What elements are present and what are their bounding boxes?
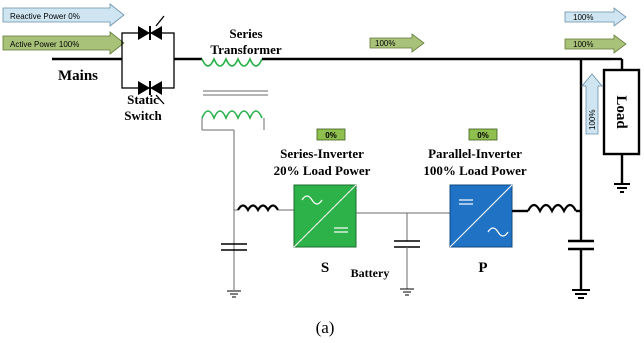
- series-inverter-block: [293, 184, 357, 248]
- series-inverter-percent: 0%: [325, 131, 337, 140]
- ground-icon-battery: [400, 288, 414, 296]
- battery-label: Battery: [351, 266, 390, 280]
- static-switch-label-line1: Static: [127, 92, 159, 107]
- right-reactive-flow-arrow: 100%: [564, 7, 627, 27]
- series-filter-inductor-icon: [237, 204, 279, 213]
- load-vertical-flow-label: 100%: [588, 110, 597, 130]
- parallel-symbol-p: P: [478, 260, 487, 276]
- thyristor-lower-icon: [138, 81, 165, 105]
- load-vertical-flow-arrow: 100%: [581, 73, 603, 135]
- series-transformer-label-line1: Series: [229, 26, 262, 41]
- static-switch-label-line2: Switch: [124, 108, 162, 123]
- main-line-flow-label: 100%: [375, 39, 395, 48]
- series-transformer-label-line2: Transformer: [210, 42, 281, 57]
- transformer-primary-coil: [201, 56, 263, 67]
- figure-caption: (a): [316, 318, 335, 337]
- series-inverter-percent-badge: 0%: [316, 128, 346, 141]
- parallel-inverter-percent: 0%: [477, 131, 489, 140]
- series-inverter-label-line2: 20% Load Power: [274, 163, 371, 178]
- right-reactive-flow-label: 100%: [573, 13, 593, 22]
- series-transformer: [201, 56, 268, 130]
- ground-icon-load: [614, 183, 630, 193]
- mains-label: Mains: [58, 68, 98, 84]
- ac-sine-icon-p: [487, 227, 509, 237]
- thyristor-upper-icon: [138, 15, 165, 40]
- parallel-inverter-label-line1: Parallel-Inverter: [428, 146, 522, 161]
- series-inverter-label-line1: Series-Inverter: [280, 146, 364, 161]
- load-block: Load: [602, 68, 641, 156]
- main-line-flow-arrow: 100%: [369, 33, 425, 53]
- battery-capacitor: [394, 213, 420, 289]
- active-power-label: Active Power 100%: [10, 40, 79, 49]
- ground-icon-series: [227, 290, 241, 298]
- active-power-input-arrow: Active Power 100%: [2, 31, 125, 55]
- right-active-flow-label: 100%: [573, 40, 593, 49]
- static-switch-frame: [121, 32, 175, 89]
- series-symbol-s: S: [321, 260, 329, 276]
- parallel-inverter-label-line2: 100% Load Power: [423, 163, 527, 178]
- transformer-secondary-coil: [201, 110, 263, 121]
- reactive-power-label: Reactive Power 0%: [10, 12, 80, 21]
- load-label: Load: [613, 95, 629, 129]
- parallel-filter-inductor-icon: [527, 203, 577, 214]
- right-active-flow-arrow: 100%: [564, 34, 627, 54]
- parallel-inverter-percent-badge: 0%: [468, 128, 498, 141]
- ground-icon-output: [572, 289, 590, 299]
- ac-sine-icon: [301, 195, 323, 205]
- series-lc-filter: [221, 204, 294, 251]
- parallel-inverter-block: [449, 184, 513, 248]
- static-switch: [121, 15, 175, 105]
- output-capacitor: [568, 239, 594, 290]
- reactive-power-input-arrow: Reactive Power 0%: [2, 3, 125, 27]
